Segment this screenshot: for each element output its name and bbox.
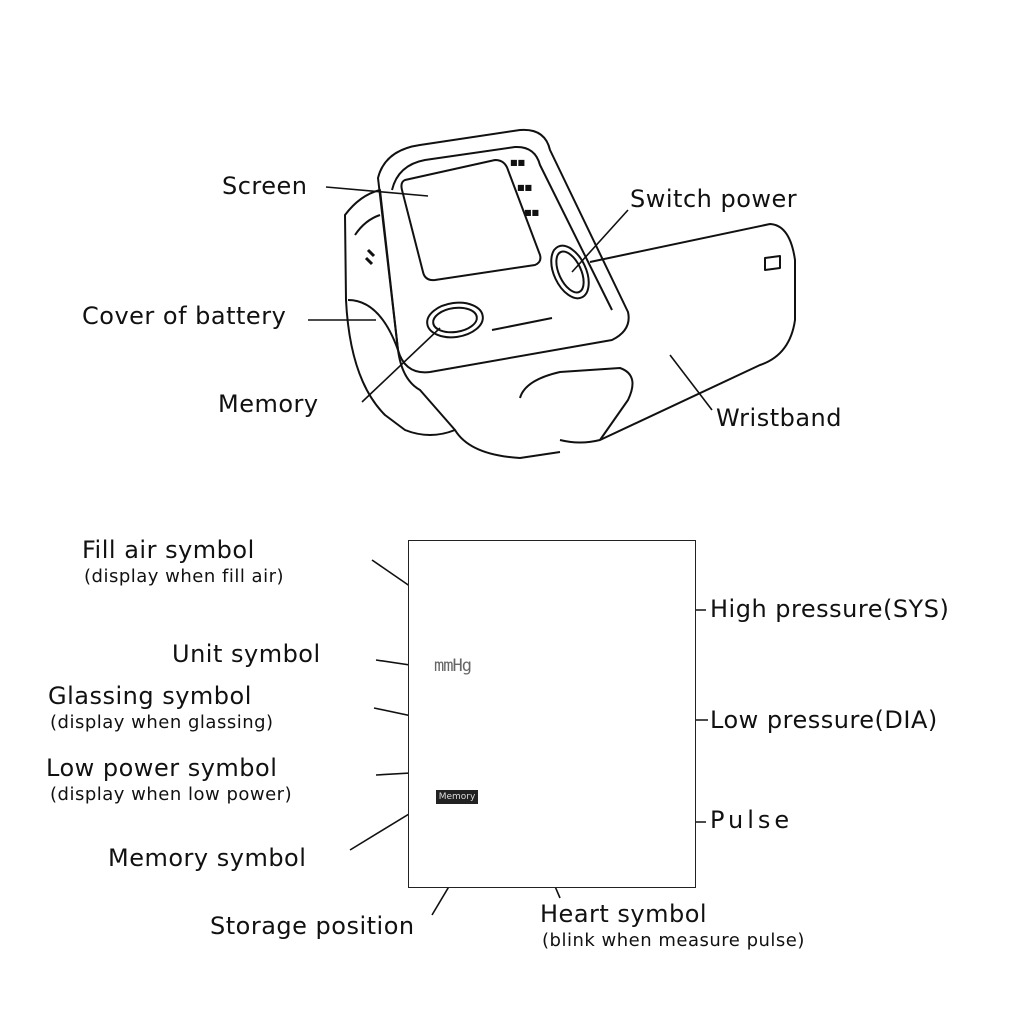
note-glassing: (display when glassing) (50, 712, 274, 733)
label-low-pressure: Low pressure(DIA) (710, 706, 938, 734)
note-heart: (blink when measure pulse) (542, 930, 805, 951)
label-storage-position: Storage position (210, 912, 415, 940)
label-unit-symbol: Unit symbol (172, 640, 321, 668)
wristband-loop (519, 367, 634, 441)
label-memory: Memory (218, 390, 319, 418)
device-screen (400, 159, 542, 282)
label-glassing: Glassing symbol (48, 682, 252, 710)
label-low-power: Low power symbol (46, 754, 278, 782)
label-fill-air: Fill air symbol (82, 536, 255, 564)
device-body (377, 128, 630, 374)
label-cover-of-battery: Cover of battery (82, 302, 287, 330)
note-fill-air: (display when fill air) (84, 566, 285, 587)
unit-symbol-text: mmHg (434, 656, 472, 676)
svg-text:■■: ■■ (524, 208, 539, 217)
lcd-display-frame (408, 540, 696, 888)
label-pulse: Pulse (710, 806, 794, 834)
svg-text:■■: ■■ (517, 183, 532, 192)
memory-button (426, 301, 484, 339)
label-memory-symbol: Memory symbol (108, 844, 307, 872)
label-heart-symbol: Heart symbol (540, 900, 708, 928)
memory-tag: Memory (436, 790, 478, 804)
label-screen: Screen (222, 172, 308, 200)
label-high-pressure: High pressure(SYS) (710, 595, 950, 623)
label-wristband: Wristband (716, 404, 842, 432)
svg-text:■■: ■■ (510, 158, 525, 167)
note-low-power: (display when low power) (50, 784, 293, 805)
wristband-strap (559, 223, 796, 444)
power-button (550, 244, 590, 300)
label-switch-power: Switch power (630, 185, 798, 213)
